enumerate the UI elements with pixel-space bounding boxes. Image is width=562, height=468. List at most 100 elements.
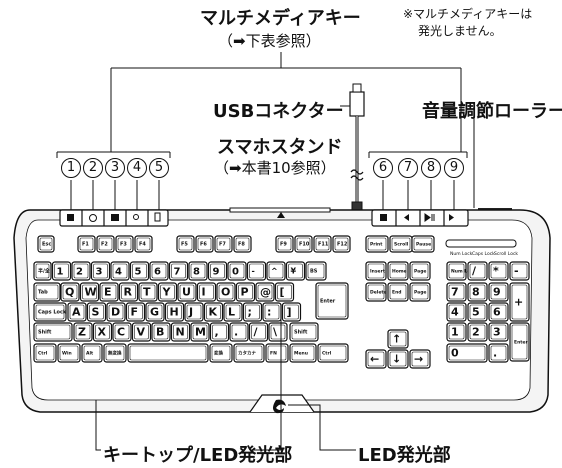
num-6-key-face: [151, 263, 167, 279]
bottom-2-key-label: Alt: [86, 351, 94, 357]
shift-right-key-face: [291, 324, 317, 340]
shift-right-key: [289, 322, 319, 342]
z-5-key-label: B: [156, 326, 164, 339]
np-r2-1-key-face: [469, 304, 486, 320]
q-8-key: [196, 282, 217, 302]
num-6-key: [149, 261, 169, 281]
num-2-key-label: 2: [76, 266, 83, 277]
bottom-6-key-label: カタカナ: [238, 350, 256, 357]
nav-mid2-2-key: [409, 282, 431, 302]
np-r3-2-key-label: 3: [493, 326, 501, 339]
np-dot-key-label: .: [493, 347, 497, 360]
capslock-key: [33, 302, 67, 322]
callout-3: 3: [105, 158, 125, 178]
num-4-key-label: 4: [115, 266, 122, 277]
f11-key-face: [315, 237, 330, 251]
z-1-key-face: [75, 324, 91, 340]
num-2-key: [71, 261, 91, 281]
nav-mid1-1-key: [387, 261, 409, 281]
nav-mid2-0-key: [365, 282, 387, 302]
z-9-key: [229, 322, 249, 342]
z-10-key-label: /: [254, 326, 259, 339]
arrow-left-key-label: ←: [370, 353, 379, 366]
bottom-1-key-face: [59, 345, 79, 361]
note-line-1: ※マルチメディアキーは: [403, 7, 533, 21]
bottom-7-key-face: [267, 345, 287, 361]
z-3-key-label: C: [117, 326, 125, 339]
q-9-key-face: [218, 284, 234, 300]
np-r1-3-key: [509, 282, 530, 322]
volume-roller-label: 音量調節ローラー: [422, 101, 562, 122]
nav-top-2-key-label: Pause: [416, 242, 431, 248]
num-10-key-label: 0: [232, 266, 239, 277]
q-5-key-face: [140, 284, 156, 300]
arrow-up-key-label: ↑: [392, 333, 401, 346]
f2-key-face: [98, 237, 113, 251]
f4-key: [134, 235, 153, 253]
num-3-key-face: [93, 263, 108, 279]
num-4-key-face: [112, 263, 128, 279]
multimedia-bracket: [56, 52, 468, 158]
f8-key: [233, 235, 252, 253]
bottom-7-key-label: FN: [270, 351, 277, 357]
np-top-2-key-label: *: [493, 265, 499, 278]
a-9-key-face: [225, 304, 241, 320]
a-3-key: [106, 302, 126, 322]
np-r3-0-key: [446, 322, 467, 342]
np-r2-1-key-label: 5: [472, 306, 480, 319]
num-1-key-label: 1: [57, 266, 64, 277]
nav-mid1-2-key-face: [411, 263, 429, 279]
q-10-key: [235, 282, 256, 302]
a-2-key-face: [89, 304, 104, 320]
nav-top-2-key-face: [413, 237, 433, 251]
np-r2-0-key-label: 4: [451, 306, 459, 319]
np-r2-1-key: [467, 302, 488, 322]
a-9-key-label: L: [228, 306, 235, 319]
tab-key: [33, 282, 61, 302]
num-12-key-label: ^: [271, 267, 278, 276]
num-4-key: [110, 261, 130, 281]
np-top-3-key-face: [511, 263, 528, 279]
q-8-key-face: [199, 284, 214, 300]
z-9-key-face: [231, 324, 247, 340]
num-10-key: [227, 261, 247, 281]
callout-8: 8: [421, 158, 441, 178]
bottom-2-key: [81, 343, 103, 363]
num-1-key-face: [54, 263, 69, 279]
nav-mid2-2-key-label: Page: [414, 290, 427, 296]
f5-key: [176, 235, 195, 253]
a-11-key-label: :: [267, 306, 271, 319]
hankaku-key: [33, 261, 52, 281]
led-logo-icon: [273, 399, 286, 414]
q-2-key-label: W: [85, 286, 97, 299]
indicator-labels: Num Lock Caps Lock Scroll Lock: [450, 251, 518, 257]
z-7-key-face: [192, 324, 208, 340]
np-r1-0-key-label: 7: [451, 286, 459, 299]
q-4-key: [118, 282, 139, 302]
np-top-1-key-label: /: [472, 265, 477, 278]
capslock-key-label: Caps Lock: [38, 310, 67, 316]
bottom-3-key-label: 無変換: [108, 350, 122, 357]
np-top-0-key-face: [448, 263, 465, 279]
f5-key-face: [178, 237, 193, 251]
callout-6: 6: [373, 158, 393, 178]
f4-key-label: F4: [139, 242, 146, 248]
q-4-key-label: R: [124, 286, 133, 299]
np-r3-0-key-face: [448, 324, 465, 340]
f12-key-face: [334, 237, 349, 251]
led-label: LED発光部: [358, 445, 451, 466]
q-1-key-face: [62, 284, 78, 300]
num-5-key-label: 5: [135, 266, 142, 277]
num-3-key: [90, 261, 111, 281]
bottom-5-key-label: 変換: [214, 350, 223, 357]
callout-1: 1: [61, 158, 81, 178]
nav-top-0-key-label: Print: [370, 242, 383, 248]
nav-mid2-1-key-face: [389, 284, 407, 300]
z-3-key-face: [114, 324, 130, 340]
multimedia-subtitle: （➡下表参照）: [218, 32, 321, 50]
np-top-2-key-face: [490, 263, 507, 279]
q-6-key-face: [160, 284, 175, 300]
num-8-key-face: [190, 263, 206, 279]
multimedia-icons: [67, 212, 456, 222]
q-1-key: [60, 282, 80, 302]
